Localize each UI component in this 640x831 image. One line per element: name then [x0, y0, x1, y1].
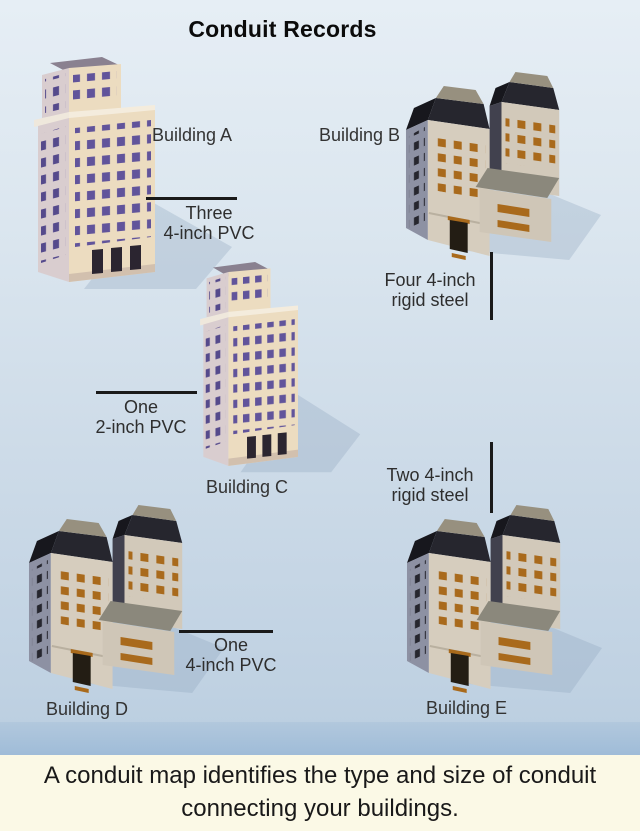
conduit-label-b: Four 4-inch rigid steel — [377, 270, 483, 310]
building-b-illustration — [404, 71, 603, 261]
building-c-label: Building C — [206, 477, 289, 497]
conduit-label-b-line2: rigid steel — [391, 290, 469, 310]
building-e-illustration — [405, 504, 604, 694]
conduit-label-d-line2: 4-inch PVC — [185, 655, 277, 675]
conduit-label-c: One 2-inch PVC — [88, 397, 194, 437]
conduit-line-a — [146, 197, 237, 200]
caption-line1: A conduit map identifies the type and si… — [43, 762, 597, 789]
conduit-label-a: Three 4-inch PVC — [156, 203, 262, 243]
background-band — [0, 722, 640, 755]
conduit-line-d — [179, 630, 273, 633]
building-b-label: Building B — [319, 125, 401, 145]
conduit-line-e — [490, 442, 493, 513]
conduit-label-a-line1: Three — [185, 203, 233, 223]
conduit-label-b-line1: Four 4-inch — [384, 270, 476, 290]
diagram-area: Conduit Records Building A Building B Bu… — [0, 0, 640, 755]
building-a-label: Building A — [152, 125, 233, 145]
conduit-label-e: Two 4-inch rigid steel — [377, 465, 483, 505]
conduit-label-e-line1: Two 4-inch — [386, 465, 474, 485]
building-c-illustration — [200, 262, 361, 473]
conduit-label-e-line2: rigid steel — [391, 485, 469, 505]
conduit-line-b — [490, 252, 493, 320]
conduit-label-d-line1: One — [213, 635, 249, 655]
diagram-title: Conduit Records — [188, 16, 377, 42]
building-d-label: Building D — [46, 699, 129, 719]
conduit-label-c-line2: 2-inch PVC — [95, 417, 187, 437]
caption: A conduit map identifies the type and si… — [0, 755, 640, 831]
conduit-line-c — [96, 391, 197, 394]
building-a-illustration — [34, 57, 232, 289]
building-e-label: Building E — [426, 698, 508, 718]
conduit-label-a-line2: 4-inch PVC — [163, 223, 255, 243]
conduit-label-c-line1: One — [123, 397, 159, 417]
caption-line2: connecting your buildings. — [181, 795, 459, 822]
conduit-label-d: One 4-inch PVC — [178, 635, 284, 675]
